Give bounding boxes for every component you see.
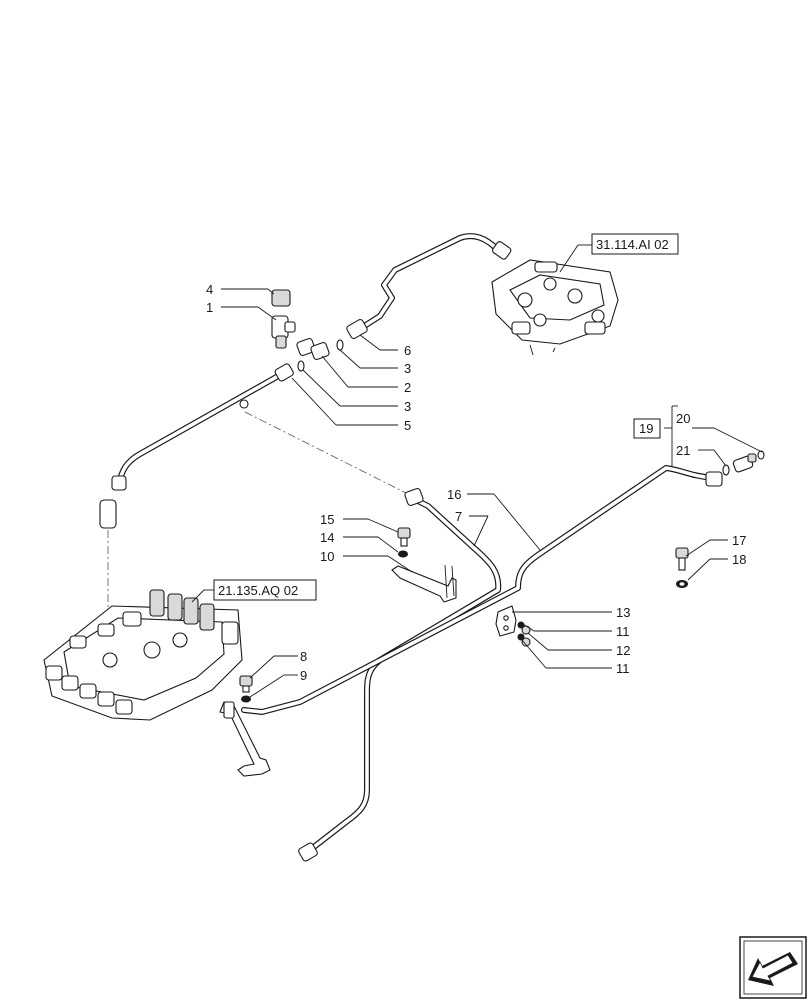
callout-6: 6 (404, 343, 411, 358)
pipe-item-7 (298, 487, 502, 862)
bolt-item-17 (675, 547, 689, 588)
leader-lines (191, 244, 763, 698)
callout-19: 19 (639, 421, 653, 436)
ref-31-114-AI-02: 31.114.AI 02 (596, 237, 669, 252)
callout-12: 12 (616, 643, 630, 658)
callout-9: 9 (300, 668, 307, 683)
callout-5: 5 (404, 418, 411, 433)
reference-labels: 31.114.AI 02 21.135.AQ 02 (213, 233, 679, 601)
callout-18: 18 (732, 552, 746, 567)
bracket-item-10 (391, 527, 457, 603)
clamp-item-13 (495, 605, 531, 647)
fitting-parts (271, 289, 344, 372)
callout-13: 13 (616, 605, 630, 620)
alignment-lines (107, 411, 413, 612)
pipe-item-5 (111, 363, 294, 491)
callout-15: 15 (320, 512, 334, 527)
callout-10: 10 (320, 549, 334, 564)
callout-3a: 3 (404, 361, 411, 376)
callout-2: 2 (404, 380, 411, 395)
callout-3b: 3 (404, 399, 411, 414)
callout-4: 4 (206, 282, 213, 297)
callout-16: 16 (447, 487, 461, 502)
bracket-lower-left (219, 675, 271, 777)
fitting-item-19 (722, 450, 765, 476)
transmission-valve-block (43, 499, 243, 721)
callout-21: 21 (676, 443, 690, 458)
callout-1: 1 (206, 300, 213, 315)
callout-14: 14 (320, 530, 334, 545)
control-valve-block (491, 259, 619, 356)
callout-7: 7 (455, 509, 462, 524)
callout-17: 17 (732, 533, 746, 548)
callout-11b: 11 (616, 661, 630, 676)
callout-11a: 11 (616, 624, 630, 639)
callout-numbers: 4 1 6 3 2 3 5 16 7 15 14 10 20 19 21 17 … (206, 282, 746, 683)
callout-19-box (633, 418, 661, 439)
callout-20: 20 (676, 411, 690, 426)
ref-box-left (213, 579, 317, 601)
callout-8: 8 (300, 649, 307, 664)
arrow-back-icon[interactable] (739, 936, 807, 999)
pipe-item-16 (241, 465, 723, 715)
ref-21-135-AQ-02: 21.135.AQ 02 (218, 583, 298, 598)
ref-box-top (591, 233, 679, 255)
pipe-item-6 (346, 233, 512, 340)
